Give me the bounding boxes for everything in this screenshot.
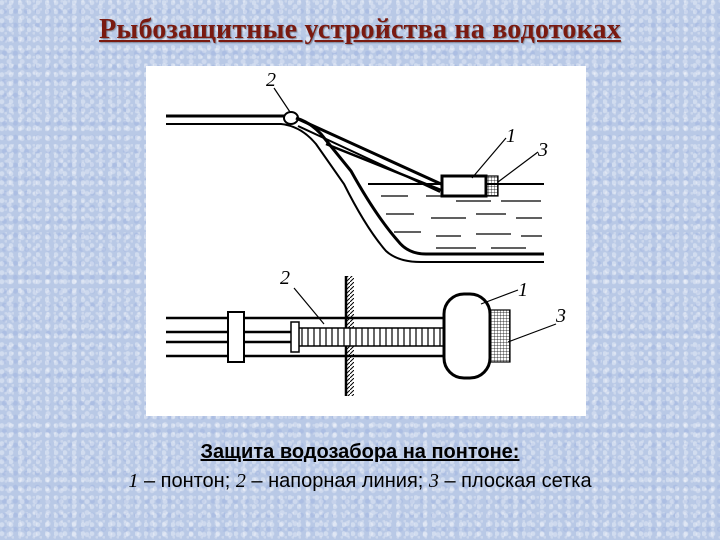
section-label-2: 2: [266, 69, 276, 91]
pipe-flange: [227, 311, 245, 363]
section-label-3: 3: [537, 139, 548, 161]
water-lines: [381, 195, 542, 249]
plan-label-2: 2: [280, 267, 290, 289]
pipe-hinge: [283, 111, 299, 125]
hose-connector: [290, 321, 300, 353]
legend-num-2: 2: [235, 470, 246, 492]
caption-legend: 1 – понтон; 2 – напорная линия; 3 – плос…: [0, 470, 720, 493]
screen-section: [485, 175, 499, 197]
section-view: 2 1 3: [166, 69, 548, 263]
plan-label-3: 3: [555, 305, 566, 327]
leader-1-top: [471, 137, 507, 179]
slide-title: Рыбозащитные устройства на водотоках: [99, 14, 621, 45]
leader-2-plan: [293, 287, 325, 325]
legend-text-2: – напорная линия;: [245, 470, 429, 492]
pontoon-plan: [442, 292, 492, 380]
legend-num-1: 1: [128, 470, 139, 492]
leader-1-plan: [480, 289, 519, 305]
leader-2-top: [273, 87, 291, 113]
plan-label-1: 1: [518, 279, 528, 301]
pontoon-intake-diagram: 2 1 3: [146, 66, 586, 416]
screen-plan: [489, 309, 511, 363]
figure-caption: Защита водозабора на понтоне: 1 – понтон…: [0, 441, 720, 493]
legend-text-1: – понтон;: [138, 470, 236, 492]
diagram-svg: 2 1 3: [166, 69, 566, 396]
leader-3-top: [497, 151, 539, 183]
leader-3-plan: [507, 323, 557, 343]
plan-view: 2 1 3: [166, 267, 566, 396]
bank-profile-inner: [166, 123, 544, 263]
caption-title: Защита водозабора на понтоне:: [200, 441, 520, 463]
pontoon-section: [440, 174, 488, 198]
legend-num-3: 3: [428, 470, 439, 492]
pressure-line: [295, 116, 442, 186]
legend-text-3: – плоская сетка: [438, 470, 592, 492]
cable-line: [325, 142, 447, 194]
section-label-1: 1: [506, 125, 516, 147]
hose-ribs: [301, 328, 441, 346]
